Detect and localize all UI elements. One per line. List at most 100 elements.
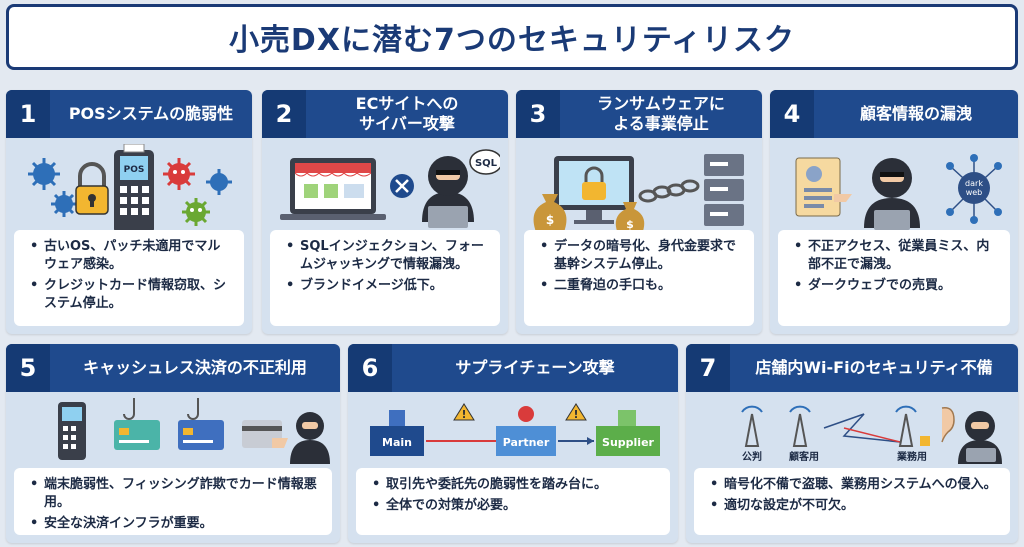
card-number: 5 — [6, 344, 50, 392]
card-title: 顧客情報の漏洩 — [859, 104, 972, 123]
card-title: POSシステムの脆弱性 — [68, 104, 234, 123]
card-description: 取引先や委託先の脆弱性を踏み台に。 全体での対策が必要。 — [356, 468, 670, 535]
laptop-store-icon — [280, 158, 386, 220]
card-supply-chain: 6 サプライチェーン攻撃 Main ! Partner — [348, 344, 678, 543]
antenna-icon: 公判 — [741, 405, 763, 463]
svg-text:$: $ — [626, 218, 634, 231]
page-title: 小売DXに潜む7つのセキュリティリスク — [228, 23, 796, 58]
card-description: 端末脆弱性、フィッシング詐欺でカード情報悪用。 安全な決済インフラが重要。 — [14, 468, 332, 535]
bullet-text: 不正アクセス、従業員ミス、内部不正で漏洩。 — [792, 238, 998, 274]
main-node: Main — [370, 410, 424, 456]
bullet-text: クレジットカード情報窃取、システム停止。 — [28, 277, 232, 313]
hacker-icon — [864, 158, 920, 230]
sql-label: SQL — [475, 158, 498, 169]
card-number: 4 — [770, 90, 814, 138]
card-number: 6 — [348, 344, 392, 392]
card-description: 不正アクセス、従業員ミス、内部不正で漏洩。 ダークウェブでの売買。 — [778, 230, 1010, 326]
bullet-text: 取引先や委託先の脆弱性を踏み台に。 — [370, 476, 658, 494]
intercept-line — [823, 413, 901, 443]
card-description: SQLインジェクション、フォームジャッキングで情報漏洩。 ブランドイメージ低下。 — [270, 230, 500, 326]
wifi-illustration: 公判 顧客用 業務用 — [694, 398, 1010, 543]
hacker-icon — [958, 411, 1002, 464]
bullet-text: 古いOS、パッチ未適用でマルウェア感染。 — [28, 238, 232, 274]
card-store-wifi: 7 店舗内Wi-Fiのセキュリティ不備 公判 顧客用 業務用 — [686, 344, 1018, 543]
web-label: web — [966, 188, 983, 197]
card-number: 2 — [262, 90, 306, 138]
card-header: 4 顧客情報の漏洩 — [770, 90, 1018, 138]
bullet-text: 適切な設定が不可欠。 — [708, 497, 998, 515]
card-pos-vulnerability: 1 POSシステムの脆弱性 POS — [6, 90, 252, 334]
pos-illustration: POS — [14, 143, 244, 314]
wifi-label: 顧客用 — [789, 450, 819, 463]
bullet-text: 全体での対策が必要。 — [370, 497, 658, 515]
server-icon — [704, 154, 744, 226]
card-number: 1 — [6, 90, 50, 138]
hacker-icon — [422, 156, 474, 228]
credit-card-icon — [242, 420, 288, 448]
card-header: 6 サプライチェーン攻撃 — [348, 344, 678, 392]
phishing-card-icon — [114, 398, 160, 450]
dark-label: dark — [965, 179, 983, 188]
card-ransomware: 3 ランサムウェアに よる事業停止 $ $ — [516, 90, 762, 334]
pos-terminal-icon: POS — [114, 143, 154, 234]
hacker-icon — [290, 412, 330, 464]
svg-text:!: ! — [461, 408, 466, 421]
card-number: 3 — [516, 90, 560, 138]
card-header: 3 ランサムウェアに よる事業停止 — [516, 90, 762, 138]
antenna-icon: 顧客用 — [789, 405, 819, 463]
partner-node: Partner — [496, 406, 556, 456]
ransomware-illustration: $ $ — [524, 144, 754, 314]
card-description: データの暗号化、身代金要求で基幹システム停止。 二重脅迫の手口も。 — [524, 230, 754, 326]
supplier-node: Supplier — [596, 410, 660, 456]
locked-monitor-icon — [554, 156, 634, 224]
antenna-icon: 業務用 — [895, 405, 930, 463]
card-cashless-fraud: 5 キャッシュレス決済の不正利用 — [6, 344, 340, 543]
money-bag-icon: $ — [533, 194, 567, 232]
phishing-card-icon — [178, 398, 224, 450]
node-label: Partner — [503, 436, 550, 449]
bullet-text: データの暗号化、身代金要求で基幹システム停止。 — [538, 238, 742, 274]
supply-chain-illustration: Main ! Partner ! Supplier — [356, 398, 670, 543]
warning-icon: ! — [558, 403, 594, 445]
card-customer-leak: 4 顧客情報の漏洩 dark — [770, 90, 1018, 334]
card-header: 7 店舗内Wi-Fiのセキュリティ不備 — [686, 344, 1018, 392]
malware-icon — [163, 158, 195, 190]
card-description: 古いOS、パッチ未適用でマルウェア感染。 クレジットカード情報窃取、システム停止… — [14, 230, 244, 326]
card-header: 5 キャッシュレス決済の不正利用 — [6, 344, 340, 392]
bullet-text: 安全な決済インフラが重要。 — [28, 515, 320, 533]
card-title: キャッシュレス決済の不正利用 — [83, 358, 307, 377]
pos-label: POS — [124, 165, 145, 175]
bullet-text: ブランドイメージ低下。 — [284, 277, 488, 295]
bullet-text: 二重脅迫の手口も。 — [538, 277, 742, 295]
bullet-text: 暗号化不備で盗聴、業務用システムへの侵入。 — [708, 476, 998, 494]
dark-web-icon: dark web — [946, 154, 1002, 224]
virus-icon — [28, 158, 60, 190]
money-bag-icon: $ — [615, 202, 645, 234]
node-label: Main — [382, 436, 412, 449]
malware-icon — [182, 198, 210, 226]
wifi-label: 公判 — [742, 450, 762, 463]
card-title: ECサイトへの サイバー攻撃 — [355, 94, 459, 133]
wifi-label: 業務用 — [896, 450, 927, 463]
virus-icon — [51, 191, 77, 217]
ear-icon — [941, 407, 955, 443]
card-ec-attack: 2 ECサイトへの サイバー攻撃 — [262, 90, 508, 334]
node-label: Supplier — [602, 436, 655, 449]
title-box: 小売DXに潜む7つのセキュリティリスク — [6, 4, 1018, 70]
padlock-icon — [75, 162, 109, 215]
virus-icon — [206, 169, 232, 195]
svg-text:!: ! — [573, 408, 578, 421]
card-title: ランサムウェアに よる事業停止 — [597, 94, 725, 133]
svg-text:$: $ — [546, 213, 554, 227]
chain-icon — [638, 179, 700, 203]
warning-icon: ! — [426, 403, 496, 442]
card-header: 1 POSシステムの脆弱性 — [6, 90, 252, 138]
card-title: 店舗内Wi-Fiのセキュリティ不備 — [755, 358, 993, 377]
bullet-text: SQLインジェクション、フォームジャッキングで情報漏洩。 — [284, 238, 488, 274]
sql-bubble-icon: SQL — [469, 149, 503, 175]
close-icon — [390, 174, 414, 198]
leak-illustration: dark web — [778, 144, 1010, 314]
bullet-text: 端末脆弱性、フィッシング詐欺でカード情報悪用。 — [28, 476, 320, 512]
payment-terminal-icon — [58, 402, 86, 460]
card-description: 暗号化不備で盗聴、業務用システムへの侵入。 適切な設定が不可欠。 — [694, 468, 1010, 535]
